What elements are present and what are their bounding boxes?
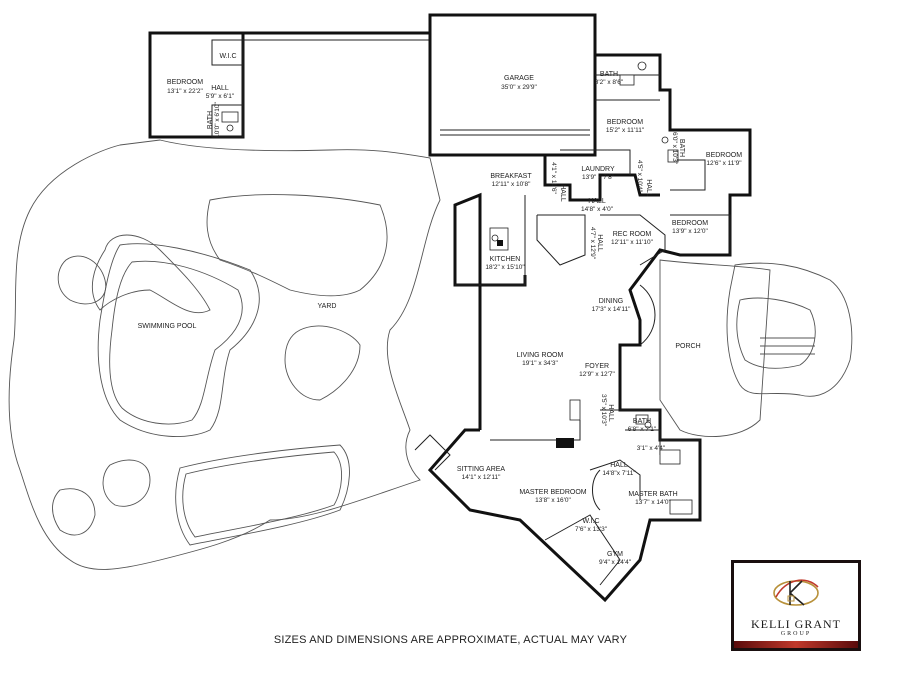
room-master-size: 13'8" x 16'0" bbox=[535, 497, 571, 504]
landscape bbox=[8, 139, 853, 570]
room-bedroom1-size: 13'1" x 22'2" bbox=[167, 88, 203, 95]
room-foyer-size: 12'9" x 12'7" bbox=[579, 371, 615, 378]
room-bedroom2-size: 15'2" x 11'11" bbox=[606, 127, 645, 134]
room-garage-size: 35'0" x 29'9" bbox=[501, 84, 537, 91]
room-hall4-size: 14'8" x 4'0" bbox=[581, 206, 614, 213]
room-breakfast-size: 12'11" x 10'8" bbox=[492, 181, 531, 188]
brand-logo: KELLI GRANT GROUP bbox=[731, 560, 861, 651]
room-breakfast-name: BREAKFAST bbox=[490, 173, 532, 180]
room-yard-name: YARD bbox=[318, 303, 337, 310]
room-hall5-name: HALL bbox=[596, 234, 603, 252]
room-wc-size: 3'1" x 4'4" bbox=[637, 445, 666, 452]
room-masterbath-name: MASTER BATH bbox=[628, 491, 677, 498]
guest-wing bbox=[148, 31, 430, 139]
room-porch-name: PORCH bbox=[675, 343, 700, 350]
room-bath3-size: 6'0" x 10'3" bbox=[671, 132, 678, 165]
room-bath2-size: 8'2" x 8'6" bbox=[595, 79, 624, 86]
fixtures bbox=[489, 61, 693, 515]
room-recroom-name: REC ROOM bbox=[613, 231, 652, 238]
room-bath1-size: 10'0" x 6'10" bbox=[214, 101, 221, 137]
room-wic2-name: W.I.C bbox=[582, 518, 599, 525]
room-bath4-size: 6'8" x 7'1" bbox=[628, 426, 657, 433]
room-bedroom3-size: 12'6" x 11'9" bbox=[706, 160, 742, 167]
room-wic1-name: W.I.C bbox=[219, 53, 236, 60]
room-hall3-size: 4'5" x 10'4" bbox=[636, 160, 643, 193]
room-dining-size: 17'3" x 14'11" bbox=[592, 306, 631, 313]
room-hall1-name: HALL bbox=[211, 85, 229, 92]
room-gym-name: GYM bbox=[607, 551, 623, 558]
disclaimer-text: SIZES AND DIMENSIONS ARE APPROXIMATE, AC… bbox=[273, 634, 628, 646]
room-gym-size: 9'4" x 14'4" bbox=[599, 559, 632, 566]
logo-accent-bar bbox=[734, 641, 858, 648]
room-laundry-size: 13'9" x 7'8" bbox=[582, 174, 615, 181]
room-bedroom3-name: BEDROOM bbox=[706, 152, 742, 159]
room-kitchen-size: 18'2" x 15'10" bbox=[485, 264, 525, 271]
room-bedroom4-name: BEDROOM bbox=[672, 220, 708, 227]
room-bedroom1-name: BEDROOM bbox=[167, 79, 203, 86]
room-dining-name: DINING bbox=[599, 298, 624, 305]
logo-group: GROUP bbox=[780, 631, 812, 637]
room-hall7-name: HALL bbox=[610, 462, 628, 469]
room-bath2-name: BATH bbox=[600, 71, 618, 78]
room-master-name: MASTER BEDROOM bbox=[519, 489, 586, 496]
room-kitchen-name: KITCHEN bbox=[490, 256, 521, 263]
room-living-name: LIVING ROOM bbox=[517, 352, 564, 359]
room-foyer-name: FOYER bbox=[585, 363, 609, 370]
room-pool-name: SWIMMING POOL bbox=[138, 323, 197, 330]
room-hall4-name: HALL bbox=[588, 198, 606, 205]
room-recroom-size: 12'11" x 11'10" bbox=[611, 239, 654, 246]
room-wic2-size: 7'6" x 13'3" bbox=[575, 526, 608, 533]
room-bath1-name: BATH bbox=[207, 111, 214, 129]
room-hall3-name: HALL bbox=[645, 179, 652, 197]
room-hall7-size: 14'8"x 7'11" bbox=[602, 470, 636, 477]
room-laundry-name: LAUNDRY bbox=[581, 166, 615, 173]
room-bath3-name: BATH bbox=[678, 139, 685, 157]
room-hall1-size: 5'9" x 6'1" bbox=[206, 93, 235, 100]
room-hall6-size: 3'5" x 10'3" bbox=[600, 394, 607, 427]
room-hall2-name: HALL bbox=[559, 184, 566, 202]
logo-name: KELLI GRANT bbox=[751, 617, 841, 631]
room-living-size: 19'1" x 34'3" bbox=[522, 360, 558, 367]
room-sitting-name: SITTING AREA bbox=[457, 466, 506, 473]
room-bath4-name: BATH bbox=[633, 418, 651, 425]
room-hall2-size: 4'1" x 11'6" bbox=[550, 162, 557, 194]
room-bedroom4-size: 13'9" x 12'0" bbox=[672, 228, 708, 235]
main-house-walls bbox=[414, 53, 752, 603]
room-bedroom2-name: BEDROOM bbox=[607, 119, 643, 126]
logo-emblem-icon bbox=[773, 579, 819, 606]
room-hall5-size: 4'7" x 12'9" bbox=[589, 227, 596, 260]
room-hall6-name: HALL bbox=[607, 404, 614, 422]
room-masterbath-size: 13'7" x 14'0" bbox=[635, 499, 671, 506]
room-sitting-size: 14'1" x 12'11" bbox=[462, 474, 501, 481]
room-labels: BEDROOM 13'1" x 22'2" W.I.C HALL 5'9" x … bbox=[138, 53, 743, 566]
room-garage-name: GARAGE bbox=[504, 75, 534, 82]
